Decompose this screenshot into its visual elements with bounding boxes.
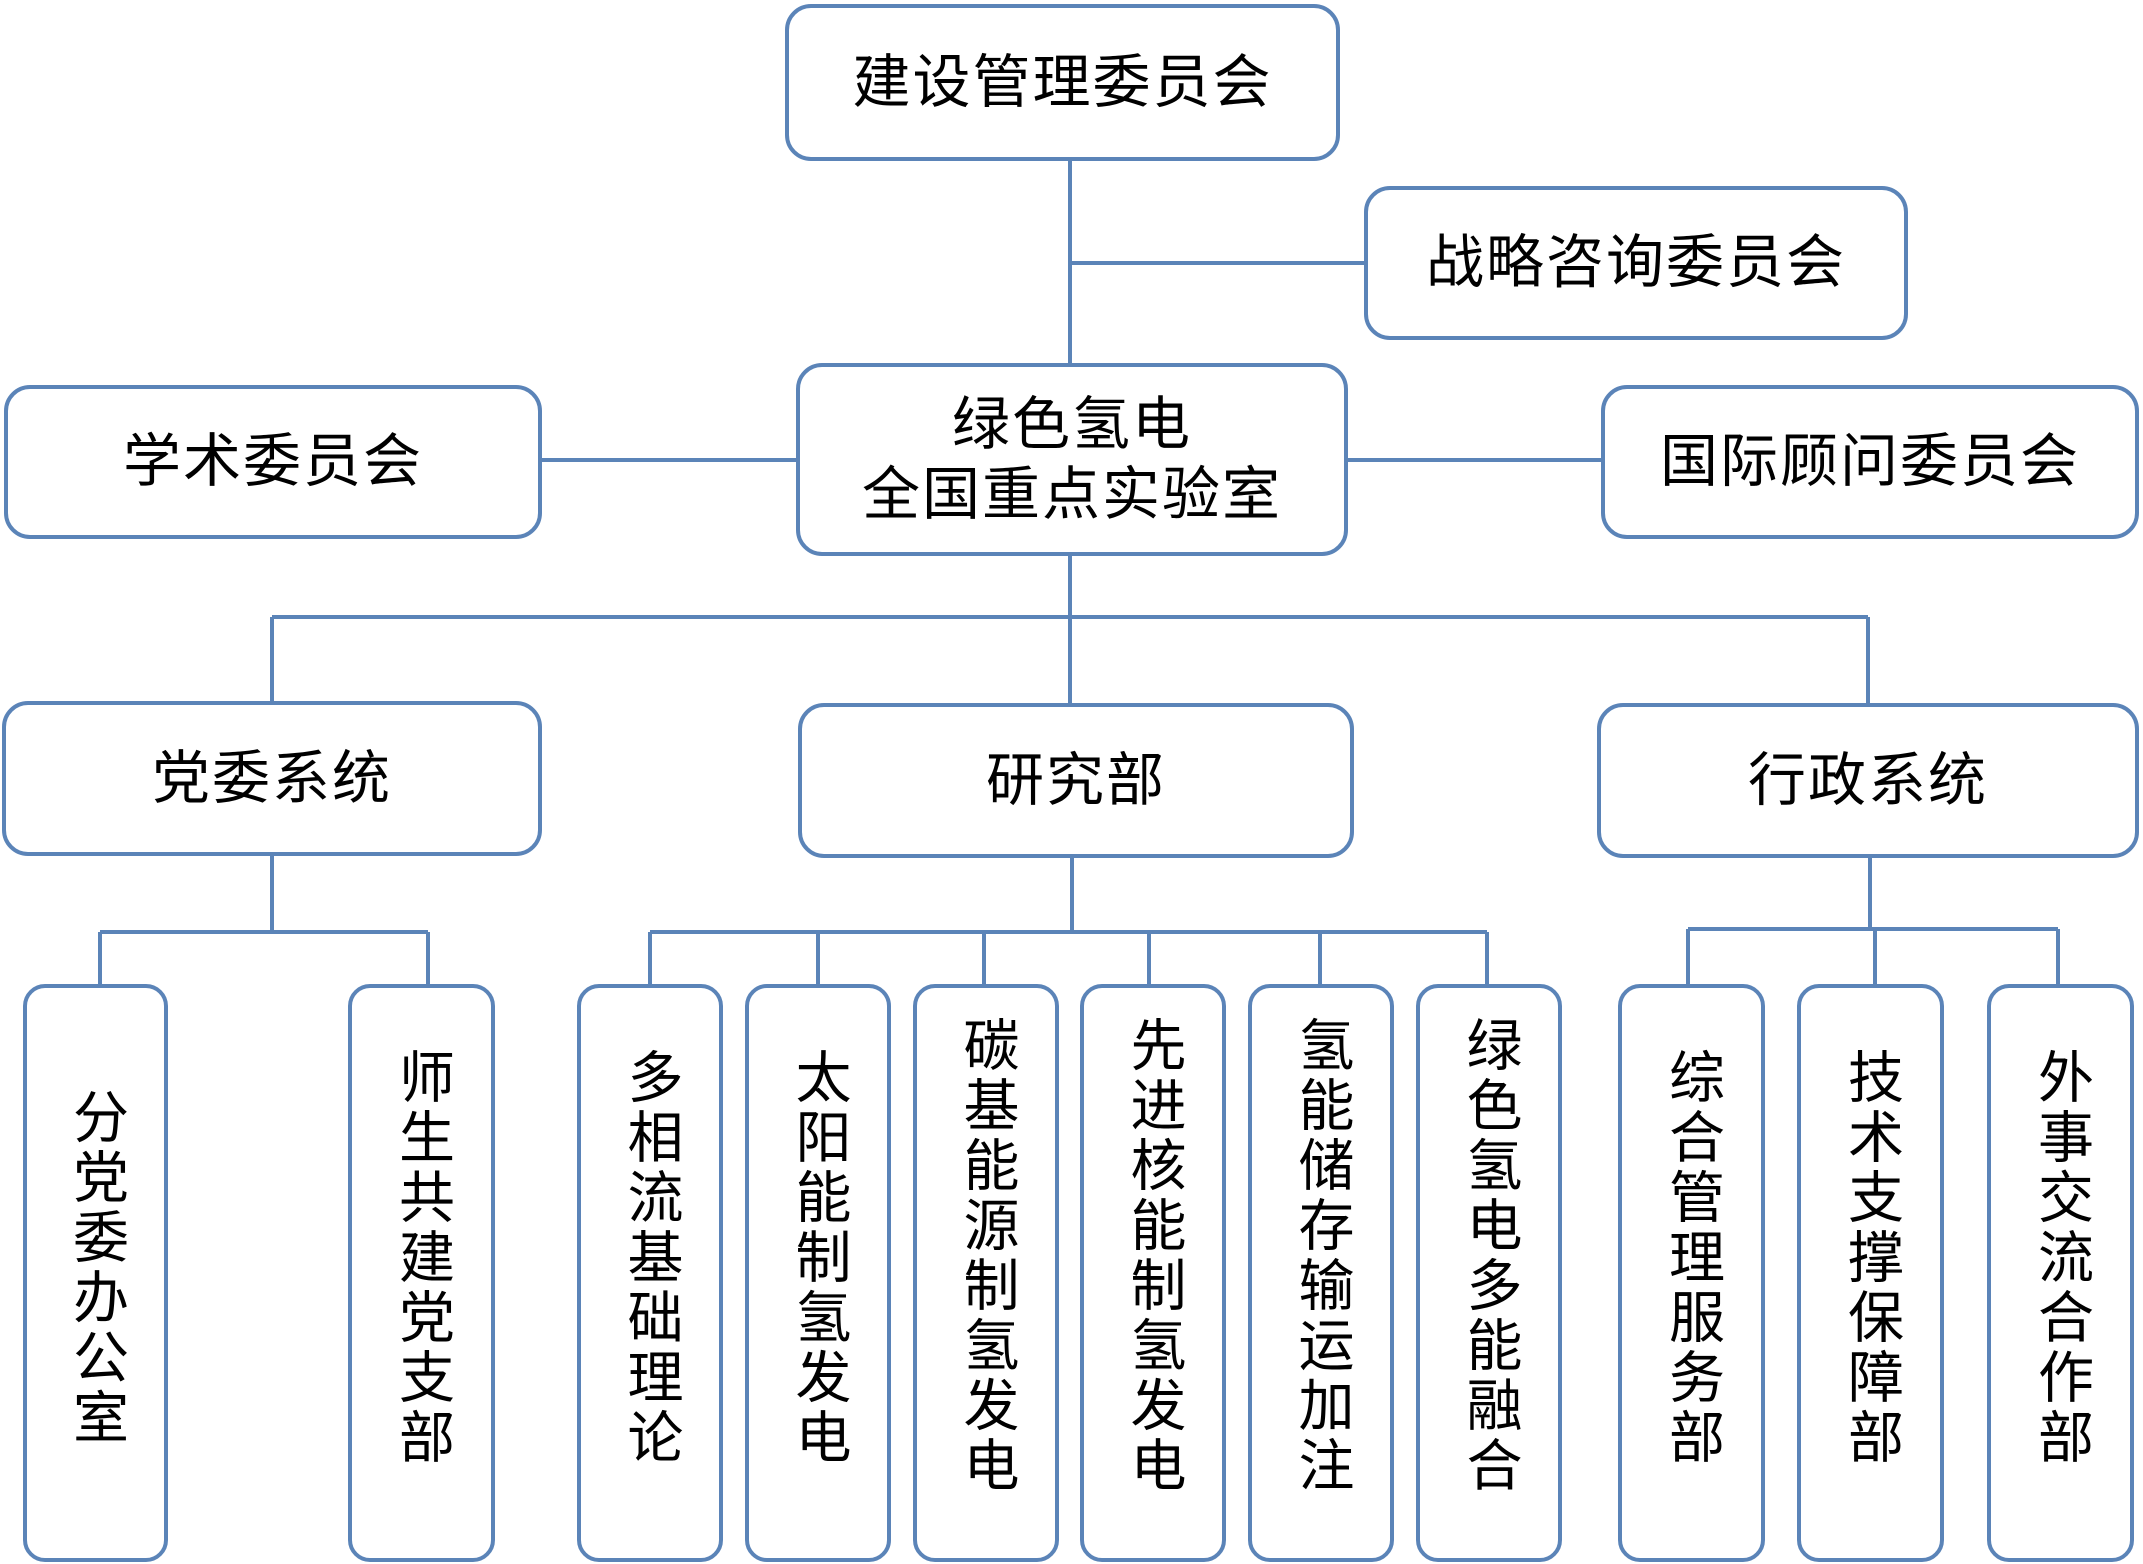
research-unit-label: 氢能储存输运加注 <box>1289 1016 1354 1496</box>
admin-unit-label: 综合管理服务部 <box>1659 1048 1725 1468</box>
research-unit-label: 碳基能源制氢发电 <box>954 1016 1019 1496</box>
admin-unit-box: 技术支撑保障部 <box>1797 984 1944 1562</box>
international-committee-box: 国际顾问委员会 <box>1601 385 2139 539</box>
strategic-committee-box: 战略咨询委员会 <box>1364 186 1908 340</box>
admin-system-label: 行政系统 <box>1747 745 1988 814</box>
research-unit-label: 先进核能制氢发电 <box>1121 1016 1186 1496</box>
party-system-box: 党委系统 <box>2 701 542 856</box>
party-unit-label: 师生共建党支部 <box>389 1048 455 1468</box>
research-unit-box: 氢能储存输运加注 <box>1248 984 1394 1562</box>
international-committee-label: 国际顾问委员会 <box>1659 427 2080 496</box>
party-unit-box: 师生共建党支部 <box>348 984 495 1562</box>
party-unit-box: 分党委办公室 <box>23 984 168 1562</box>
research-unit-box: 碳基能源制氢发电 <box>913 984 1059 1562</box>
research-unit-box: 绿色氢电多能融合 <box>1416 984 1562 1562</box>
admin-system-box: 行政系统 <box>1597 703 2139 858</box>
research-unit-label: 多相流基础理论 <box>618 1048 683 1468</box>
admin-unit-label: 外事交流合作部 <box>2028 1048 2094 1468</box>
strategic-committee-label: 战略咨询委员会 <box>1425 228 1846 297</box>
academic-committee-label: 学术委员会 <box>122 427 423 496</box>
center-lab-box: 绿色氢电 全国重点实验室 <box>796 363 1348 556</box>
admin-unit-box: 外事交流合作部 <box>1987 984 2134 1562</box>
party-system-label: 党委系统 <box>151 743 392 812</box>
research-unit-box: 多相流基础理论 <box>577 984 723 1562</box>
center-lab-line2: 全国重点实验室 <box>861 459 1282 528</box>
research-unit-label: 太阳能制氢发电 <box>786 1048 851 1468</box>
construction-committee-box: 建设管理委员会 <box>785 4 1340 161</box>
academic-committee-box: 学术委员会 <box>4 385 542 539</box>
construction-committee-label: 建设管理委员会 <box>852 47 1273 116</box>
admin-unit-box: 综合管理服务部 <box>1618 984 1765 1562</box>
admin-unit-label: 技术支撑保障部 <box>1838 1048 1904 1468</box>
center-lab-line1: 绿色氢电 <box>951 389 1192 458</box>
party-unit-label: 分党委办公室 <box>63 1088 129 1448</box>
research-unit-label: 绿色氢电多能融合 <box>1457 1016 1522 1496</box>
research-unit-box: 太阳能制氢发电 <box>745 984 891 1562</box>
research-dept-label: 研究部 <box>985 745 1166 814</box>
research-dept-box: 研究部 <box>798 703 1354 858</box>
research-unit-box: 先进核能制氢发电 <box>1080 984 1226 1562</box>
